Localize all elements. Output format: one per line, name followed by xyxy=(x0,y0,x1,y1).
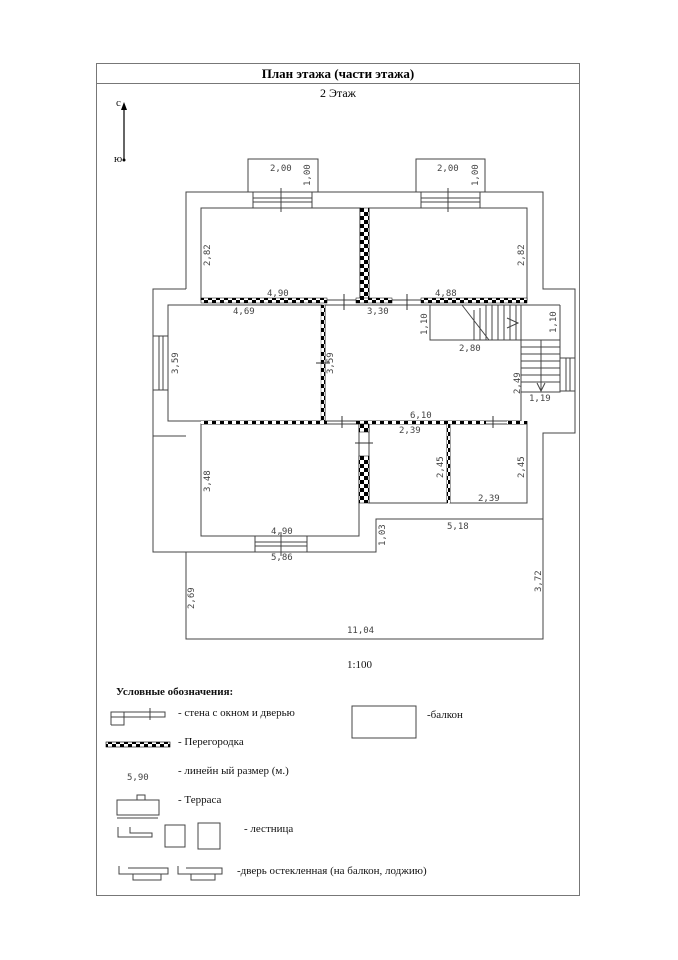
glazed-door-symbol xyxy=(118,866,223,881)
dim-label: 1,19 xyxy=(529,394,551,404)
page-title: План этажа (части этажа) xyxy=(97,64,579,84)
dim-label: 2,39 xyxy=(478,494,500,504)
dim-label: 3,59 xyxy=(326,352,336,374)
legend-balcony: -балкон xyxy=(427,709,463,721)
dim-label: 1,10 xyxy=(420,313,430,335)
dim-label: 4,90 xyxy=(271,527,293,537)
dim-label: 3,59 xyxy=(171,352,181,374)
door-marks xyxy=(316,294,494,444)
legend-title: Условные обозначения: xyxy=(116,686,233,698)
dim-label: 3,30 xyxy=(367,307,389,317)
scale-label: 1:100 xyxy=(347,659,373,671)
dim-label: 5,86 xyxy=(271,553,293,563)
staircase xyxy=(429,304,561,393)
dim-label: 2,45 xyxy=(517,456,527,478)
legend-item: - стена с окном и дверью xyxy=(178,707,295,719)
partition-symbol xyxy=(105,741,171,748)
outer-wall xyxy=(152,191,576,640)
dim-label: 1,00 xyxy=(471,164,481,186)
dim-label: 6,10 xyxy=(410,411,432,421)
legend-item: - линейн ый размер (м.) xyxy=(178,765,289,777)
window-right xyxy=(559,357,576,392)
dim-label: 2,80 xyxy=(459,344,481,354)
north-arrow-icon xyxy=(121,102,127,162)
legend-item: - Терраса xyxy=(178,794,221,806)
dim-label: 2,49 xyxy=(513,372,523,394)
dim-label: 5,18 xyxy=(447,522,469,532)
compass-north: с xyxy=(116,97,121,109)
dim-label: 2,39 xyxy=(399,426,421,436)
dim-label: 2,45 xyxy=(436,456,446,478)
wall-window-door-symbol xyxy=(110,708,166,726)
floor-label: 2 Этаж xyxy=(320,86,356,100)
dim-label: 4,90 xyxy=(267,289,289,299)
dim-label: 2,69 xyxy=(187,587,197,609)
dim-label: 1,03 xyxy=(378,524,388,546)
staircase-symbol xyxy=(117,822,221,850)
compass-south: ю xyxy=(114,153,122,165)
dim-label: 2,82 xyxy=(203,244,213,266)
window-left xyxy=(152,335,169,391)
dim-label: 2,82 xyxy=(517,244,527,266)
balcony-symbol xyxy=(351,705,417,739)
legend-item: - Перегородка xyxy=(178,736,244,748)
plan-frame: План этажа (части этажа) 2 Этаж xyxy=(96,63,580,896)
dim-label: 1,10 xyxy=(549,311,559,333)
dim-label: 4,88 xyxy=(435,289,457,299)
dim-label: 3,72 xyxy=(534,570,544,592)
dim-label: 3,48 xyxy=(203,470,213,492)
legend-item: - лестница xyxy=(244,823,293,835)
dim-label: 2,00 xyxy=(270,164,292,174)
dim-label: 1,00 xyxy=(303,164,313,186)
dim-label: 11,04 xyxy=(347,626,374,636)
legend-item: -дверь остекленная (на балкон, лоджию) xyxy=(237,865,427,877)
dim-label: 2,00 xyxy=(437,164,459,174)
terrace-symbol xyxy=(116,794,160,819)
dimension-sample: 5,90 xyxy=(127,773,149,783)
dim-label: 4,69 xyxy=(233,307,255,317)
